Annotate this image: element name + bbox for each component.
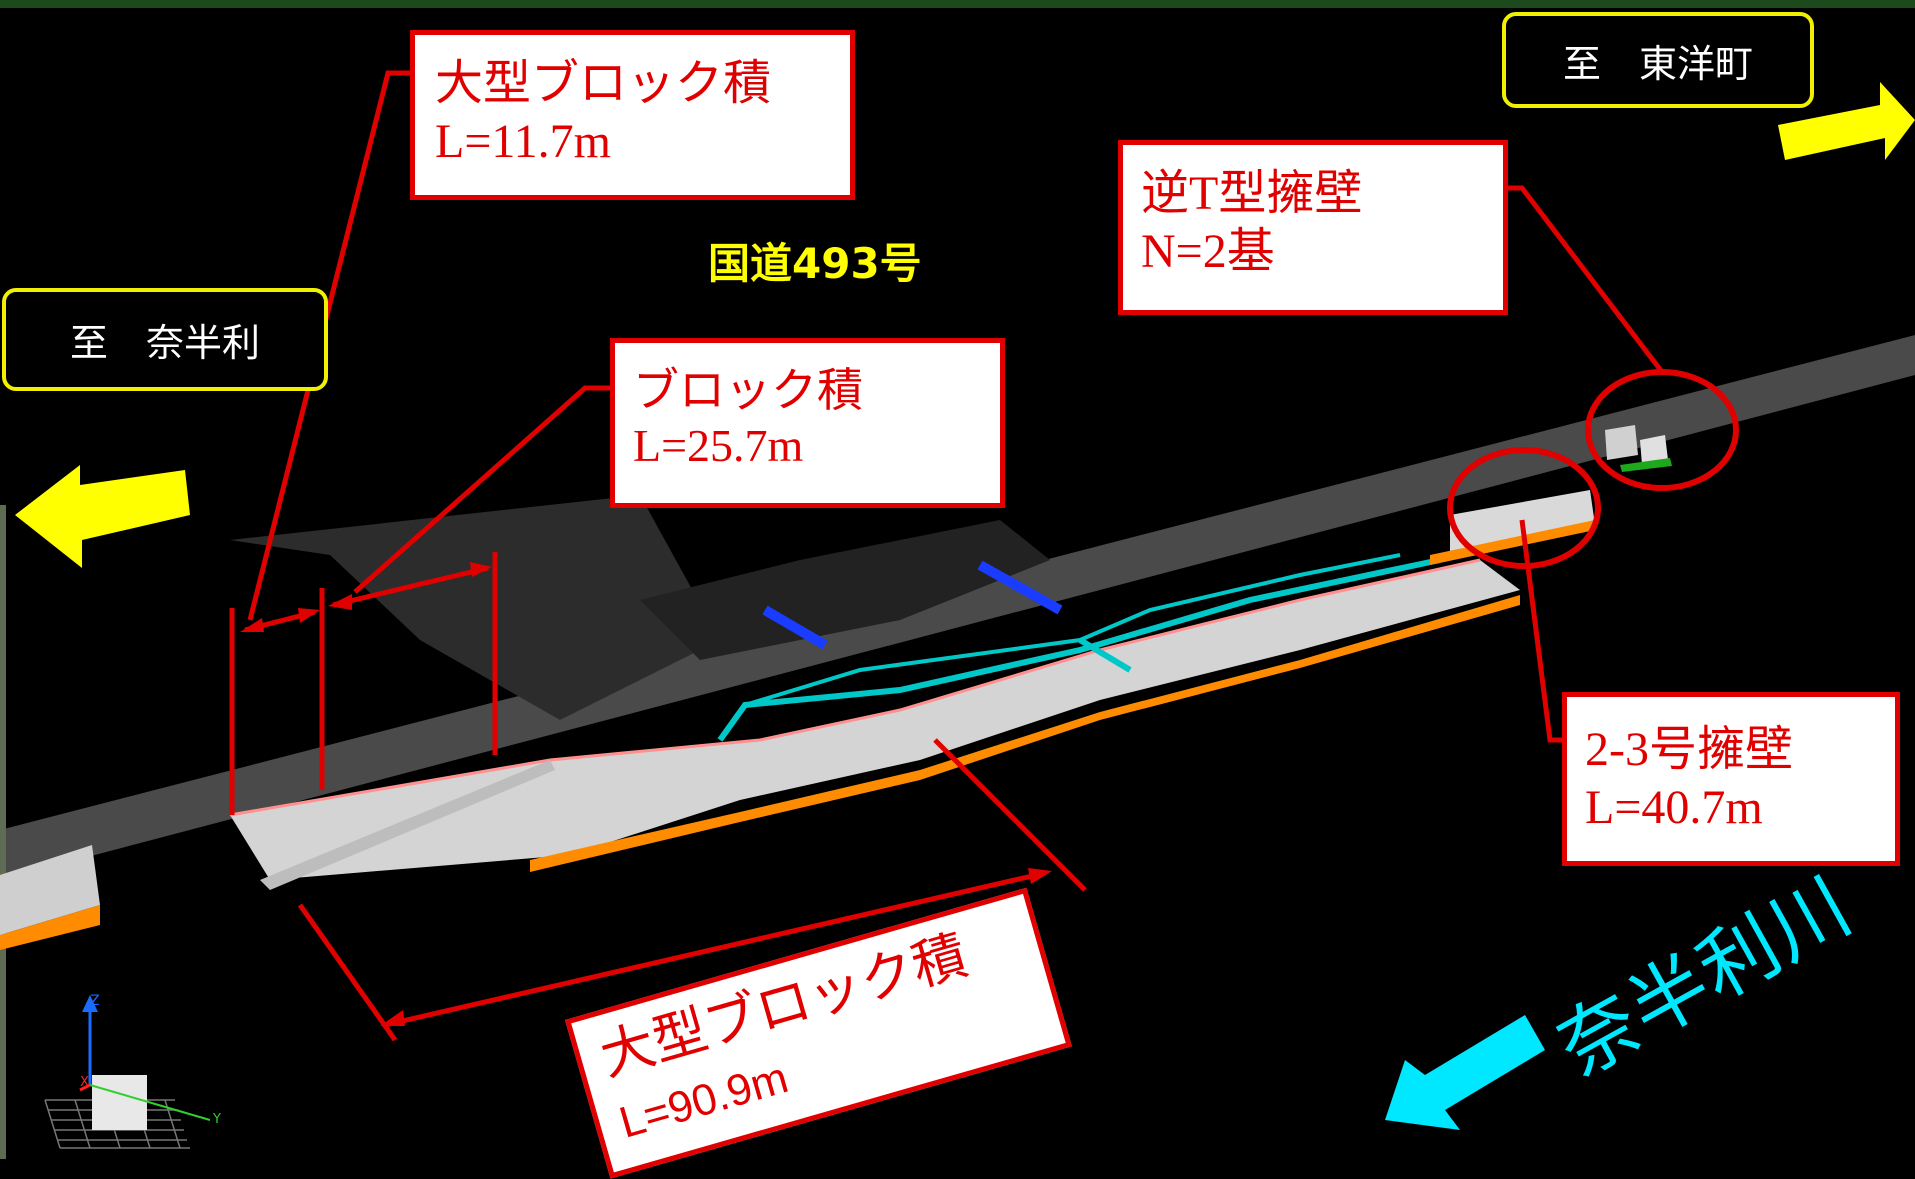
retaining-wall-2-3-footing bbox=[1430, 520, 1595, 565]
highlight-circle-wall-2-3 bbox=[1447, 447, 1601, 569]
callout-value: L=40.7m bbox=[1585, 780, 1763, 834]
axis-y-label: Y bbox=[213, 1112, 221, 1127]
aerial-photo-strip bbox=[0, 505, 6, 1159]
axis-x-label: X bbox=[80, 1075, 89, 1090]
dim-tick-5 bbox=[933, 738, 1087, 892]
terrain-shadow bbox=[230, 495, 720, 720]
route-label: 国道493号 bbox=[708, 239, 922, 288]
leader-large-block-short bbox=[247, 70, 410, 621]
dim-arrowhead-1a bbox=[240, 618, 264, 632]
dim-arrowhead-3a bbox=[380, 1010, 405, 1026]
callout-title: 逆T型擁壁 bbox=[1141, 167, 1363, 220]
dim-arrow-90-9 bbox=[384, 870, 1046, 1028]
drain-pipe-3 bbox=[1078, 637, 1132, 673]
dim-arrowhead-1b bbox=[298, 608, 320, 623]
leader-block bbox=[353, 385, 610, 594]
inverted-t-wall-base bbox=[1620, 458, 1672, 472]
inverted-t-wall-1 bbox=[1605, 425, 1638, 460]
callout-title: 2-3号擁壁 bbox=[1585, 723, 1793, 776]
leader-wall-2-3 bbox=[1519, 519, 1565, 743]
block-wall-strip bbox=[260, 760, 555, 890]
arrow-to-west bbox=[15, 465, 190, 568]
dim-tick-4 bbox=[297, 903, 398, 1042]
top-border-bar bbox=[0, 0, 1915, 8]
culvert-1 bbox=[762, 605, 828, 650]
drain-pipe-2 bbox=[744, 553, 1401, 707]
callout-title: 大型ブロック積 bbox=[435, 57, 772, 110]
axis-z-label: Z bbox=[90, 993, 100, 1009]
road-surface bbox=[0, 335, 1915, 880]
callout-value: N=2基 bbox=[1141, 224, 1275, 278]
callout-block: ブロック積 L=25.7m bbox=[610, 338, 1005, 508]
place-label-west: 至 奈半利 bbox=[2, 288, 328, 391]
place-label-east: 至 東洋町 bbox=[1502, 12, 1814, 108]
river-flow-arrow bbox=[1385, 1015, 1545, 1130]
dim-arrowhead-2a bbox=[328, 594, 352, 610]
dim-arrowhead-2b bbox=[470, 562, 492, 577]
footing-left bbox=[0, 905, 100, 950]
arrow-to-east bbox=[1778, 82, 1915, 160]
callout-wall-2-3: 2-3号擁壁 L=40.7m bbox=[1562, 692, 1900, 866]
dim-arrowhead-3b bbox=[1028, 868, 1052, 884]
drain-pipe-1 bbox=[717, 557, 1441, 742]
wall-footing bbox=[530, 595, 1520, 872]
large-block-wall bbox=[230, 560, 1520, 880]
inverted-t-wall-2 bbox=[1640, 435, 1668, 465]
terrain-shadow-2 bbox=[640, 520, 1050, 660]
dim-arrow-25-7 bbox=[332, 565, 489, 608]
callout-inverted-t-wall: 逆T型擁壁 N=2基 bbox=[1118, 140, 1508, 315]
callout-value: L=11.7m bbox=[435, 114, 611, 168]
callout-large-block-short: 大型ブロック積 L=11.7m bbox=[410, 30, 855, 200]
leader-inverted-t bbox=[1505, 185, 1664, 374]
callout-title: ブロック積 bbox=[633, 365, 863, 416]
callout-value: L=25.7m bbox=[633, 420, 804, 472]
culvert-2 bbox=[977, 560, 1063, 615]
axis-gizmo bbox=[44, 995, 211, 1149]
